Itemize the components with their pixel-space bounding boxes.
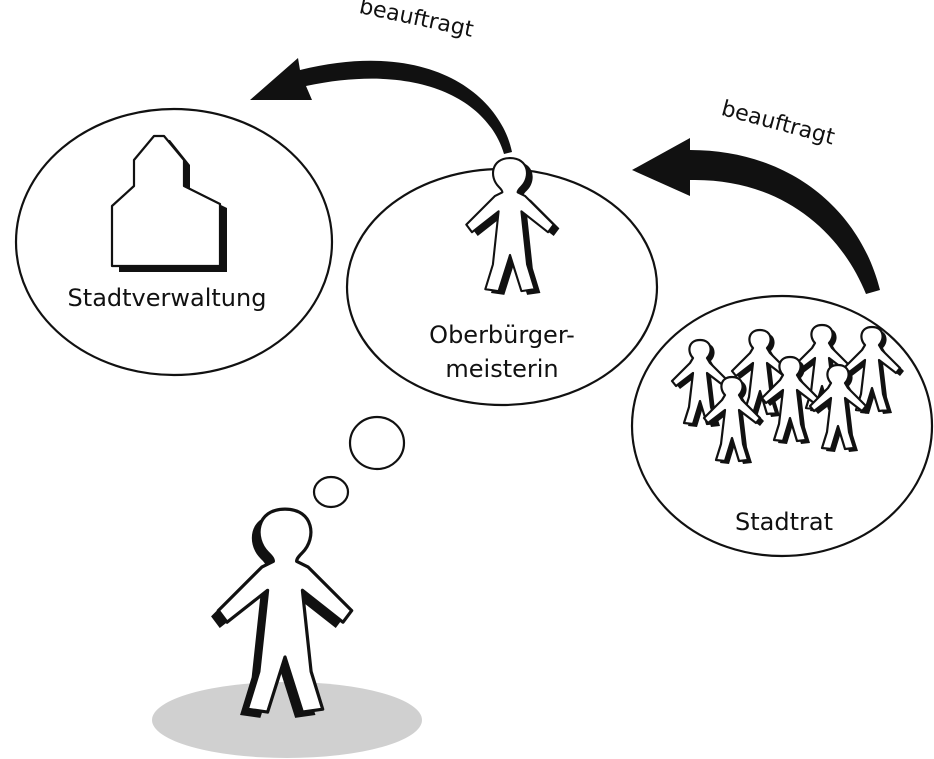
node-oberbuergermeisterin: Oberbürger- meisterin [345, 157, 659, 407]
thought-bubbles [312, 415, 406, 509]
stadtrat-label: Stadtrat [735, 508, 833, 536]
oberbuergermeisterin-label-line2: meisterin [445, 355, 558, 383]
stadtverwaltung-label: Stadtverwaltung [68, 284, 267, 312]
arrow-right: beauftragt [632, 96, 880, 294]
node-stadtrat: Stadtrat [630, 294, 934, 558]
ground-shadow [152, 682, 422, 758]
oberbuergermeisterin-label-line1: Oberbürger- [429, 321, 575, 349]
arrow-top-label: beauftragt [357, 0, 476, 43]
building-icon [110, 134, 227, 272]
node-stadtverwaltung: Stadtverwaltung [14, 107, 334, 377]
arrow-right-label: beauftragt [719, 96, 838, 150]
arrow-top: beauftragt [250, 0, 512, 154]
main-person [152, 507, 422, 758]
